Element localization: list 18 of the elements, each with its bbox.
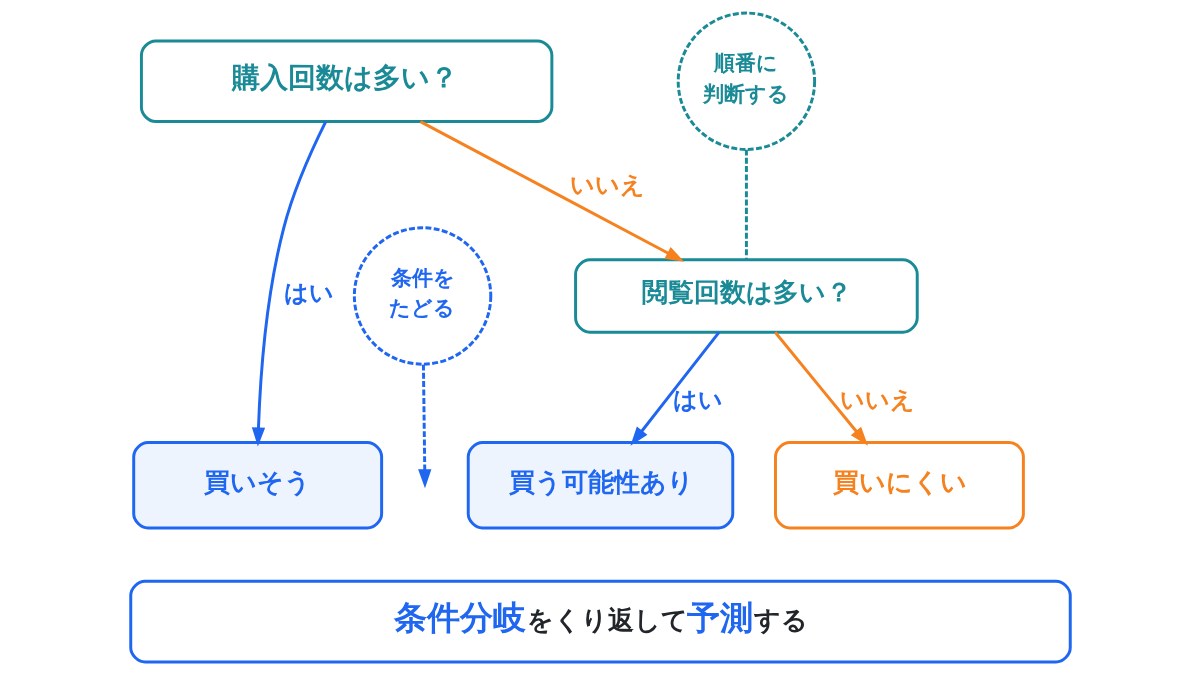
connector: [744, 149, 748, 260]
node-box: 閲覧回数は多い？: [573, 258, 919, 334]
arrow: [773, 331, 868, 446]
node-circle: 条件をたどる: [352, 226, 492, 366]
edge-label: いいえ: [839, 386, 915, 415]
arrow: [629, 331, 720, 446]
arrow: [251, 121, 327, 447]
node-box: 購入回数は多い？: [139, 39, 553, 124]
edge-label: いいえ: [569, 171, 645, 200]
edge-label: はい: [672, 386, 723, 415]
arrow: [417, 364, 431, 489]
node-box: 買う可能性あり: [466, 441, 734, 530]
arrow: [419, 120, 684, 262]
node-circle: 順番に判断する: [676, 11, 816, 151]
node-box: 条件分岐をくり返して予測する: [128, 579, 1072, 664]
edge-label: はい: [283, 278, 334, 307]
node-box: 買いにくい: [773, 441, 1025, 530]
node-box: 買いそう: [131, 441, 383, 530]
